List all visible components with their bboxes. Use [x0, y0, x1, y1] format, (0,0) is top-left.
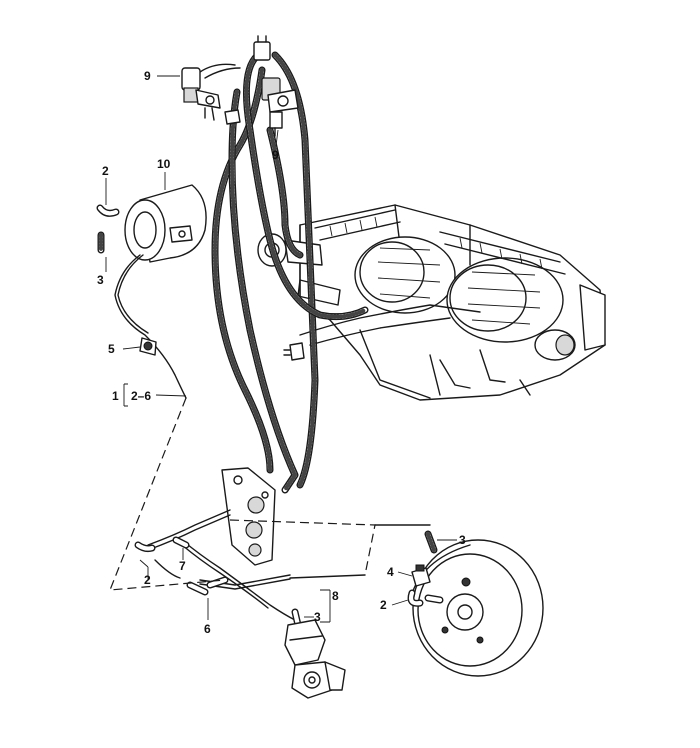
leader-lines: [105, 75, 457, 623]
callout-2-booster: 2: [380, 598, 387, 612]
callout-1-range: 2–6: [131, 389, 152, 403]
diverter-valve: [284, 608, 346, 699]
dashed-reference-lines: [109, 397, 431, 591]
callout-7: 7: [179, 559, 186, 573]
callout-1-hose-set: 1: [112, 389, 119, 403]
check-valve-line: [114, 254, 187, 399]
vacuum-reservoir: [124, 184, 207, 263]
callout-8: 8: [332, 589, 339, 603]
callout-5-check-valve: 5: [108, 342, 115, 356]
callout-3-left: 3: [97, 273, 104, 287]
left-small-parts: [96, 204, 120, 254]
callout-2-left: 2: [102, 164, 109, 178]
solenoid-valve-left: [181, 63, 241, 125]
callout-4: 4: [387, 565, 394, 579]
manifold-bracket: [221, 467, 276, 566]
callout-3-booster: 3: [459, 533, 466, 547]
transmission-assembly: [257, 204, 606, 401]
callout-9-valve-left: 9: [144, 69, 151, 83]
callout-3-bottom: 3: [314, 610, 321, 624]
callout-10-reservoir: 10: [157, 157, 171, 171]
lower-hose-network: [134, 509, 296, 621]
callout-6: 6: [204, 622, 211, 636]
callout-2-bottom: 2: [144, 573, 151, 587]
callout-9-valve-right: 9: [272, 148, 279, 162]
vacuum-hoses: [211, 51, 369, 494]
solenoid-valve-right: [253, 35, 299, 137]
brake-booster: [409, 539, 544, 677]
booster-small-parts: [407, 530, 444, 607]
